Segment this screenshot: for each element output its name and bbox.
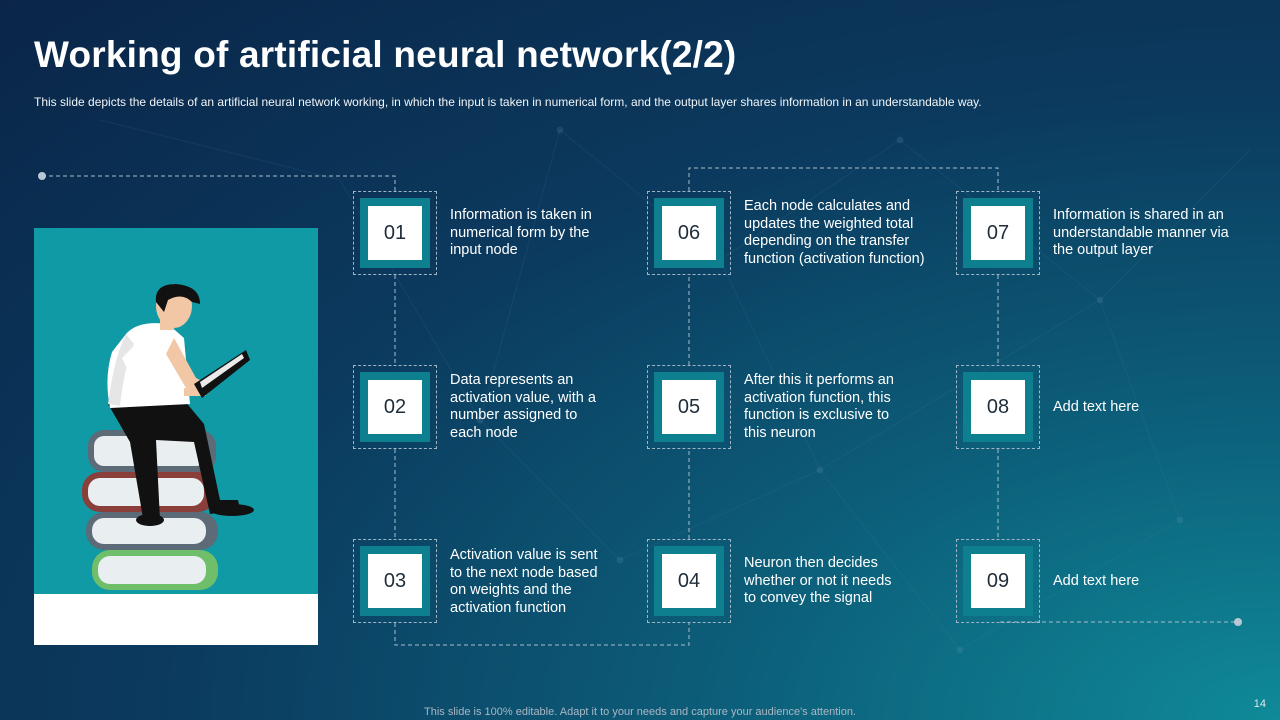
step-03-text: Activation value is sent to the next nod…	[450, 547, 598, 616]
step-07-text: Information is shared in an understandab…	[1053, 207, 1229, 258]
step-08-badge: 08	[956, 365, 1040, 449]
step-02-badge: 02	[353, 365, 437, 449]
step-02-text: Data represents an activation value, wit…	[450, 372, 596, 441]
footer-text: This slide is 100% editable. Adapt it to…	[424, 706, 856, 718]
step-01-text: Information is taken in numerical form b…	[450, 207, 592, 258]
man-reading-illustration	[34, 228, 318, 645]
step-number: 03	[383, 569, 407, 592]
step-06-text: Each node calculates and updates the wei…	[744, 198, 925, 267]
step-number: 06	[677, 221, 701, 244]
step-number: 08	[986, 395, 1010, 418]
step-04-badge: 04	[647, 539, 731, 623]
step-03-badge: 03	[353, 539, 437, 623]
step-01-badge: 01	[353, 191, 437, 275]
step-07-badge: 07	[956, 191, 1040, 275]
step-09-text: Add text here	[1053, 573, 1140, 589]
step-number: 05	[677, 395, 701, 418]
step-04-text: Neuron then decides whether or not it ne…	[744, 555, 892, 606]
start-dot	[38, 172, 46, 180]
step-06-badge: 06	[647, 191, 731, 275]
page-number: 14	[1253, 698, 1266, 710]
step-number: 04	[677, 569, 701, 592]
step-number: 07	[986, 221, 1010, 244]
slide-title: Working of artificial neural network(2/2…	[34, 34, 737, 75]
slide-subtitle: This slide depicts the details of an art…	[34, 95, 982, 109]
step-08-text: Add text here	[1053, 399, 1140, 415]
step-05-text: After this it performs an activation fun…	[744, 372, 894, 441]
step-number: 02	[383, 395, 407, 418]
step-09-badge: 09	[956, 539, 1040, 623]
step-number: 09	[986, 569, 1010, 592]
step-05-badge: 05	[647, 365, 731, 449]
step-number: 01	[383, 221, 407, 244]
end-dot	[1234, 618, 1242, 626]
slide-footer: This slide is 100% editable. Adapt it to…	[0, 706, 1280, 718]
